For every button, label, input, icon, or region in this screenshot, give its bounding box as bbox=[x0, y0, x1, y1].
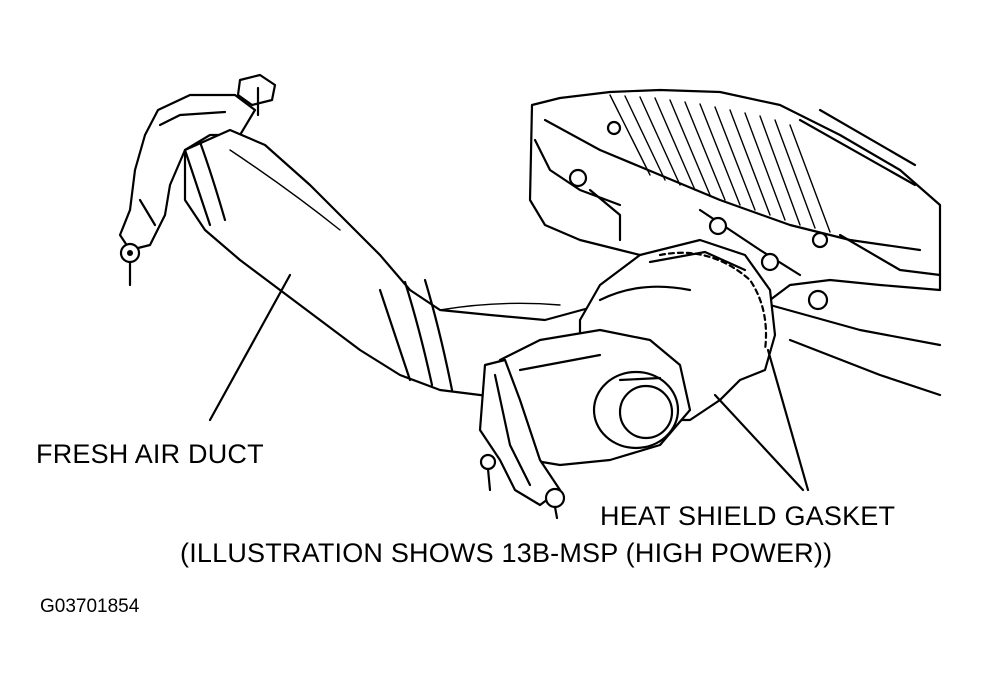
heat-shield-assembly bbox=[528, 88, 942, 397]
leader-fresh-air-duct bbox=[208, 273, 292, 422]
fresh-air-duct-label: FRESH AIR DUCT bbox=[36, 439, 264, 469]
heat-shield-gasket-label: HEAT SHIELD GASKET bbox=[600, 501, 896, 531]
illustration-caption: (ILLUSTRATION SHOWS 13B-MSP (HIGH POWER)… bbox=[180, 538, 833, 568]
leader-gasket-2 bbox=[766, 348, 810, 492]
figure-id: G03701854 bbox=[40, 596, 140, 617]
outlet-flange bbox=[478, 238, 777, 520]
heat-shield-fins bbox=[609, 94, 831, 233]
leader-lines bbox=[208, 273, 810, 492]
leader-gasket-1 bbox=[713, 393, 805, 492]
